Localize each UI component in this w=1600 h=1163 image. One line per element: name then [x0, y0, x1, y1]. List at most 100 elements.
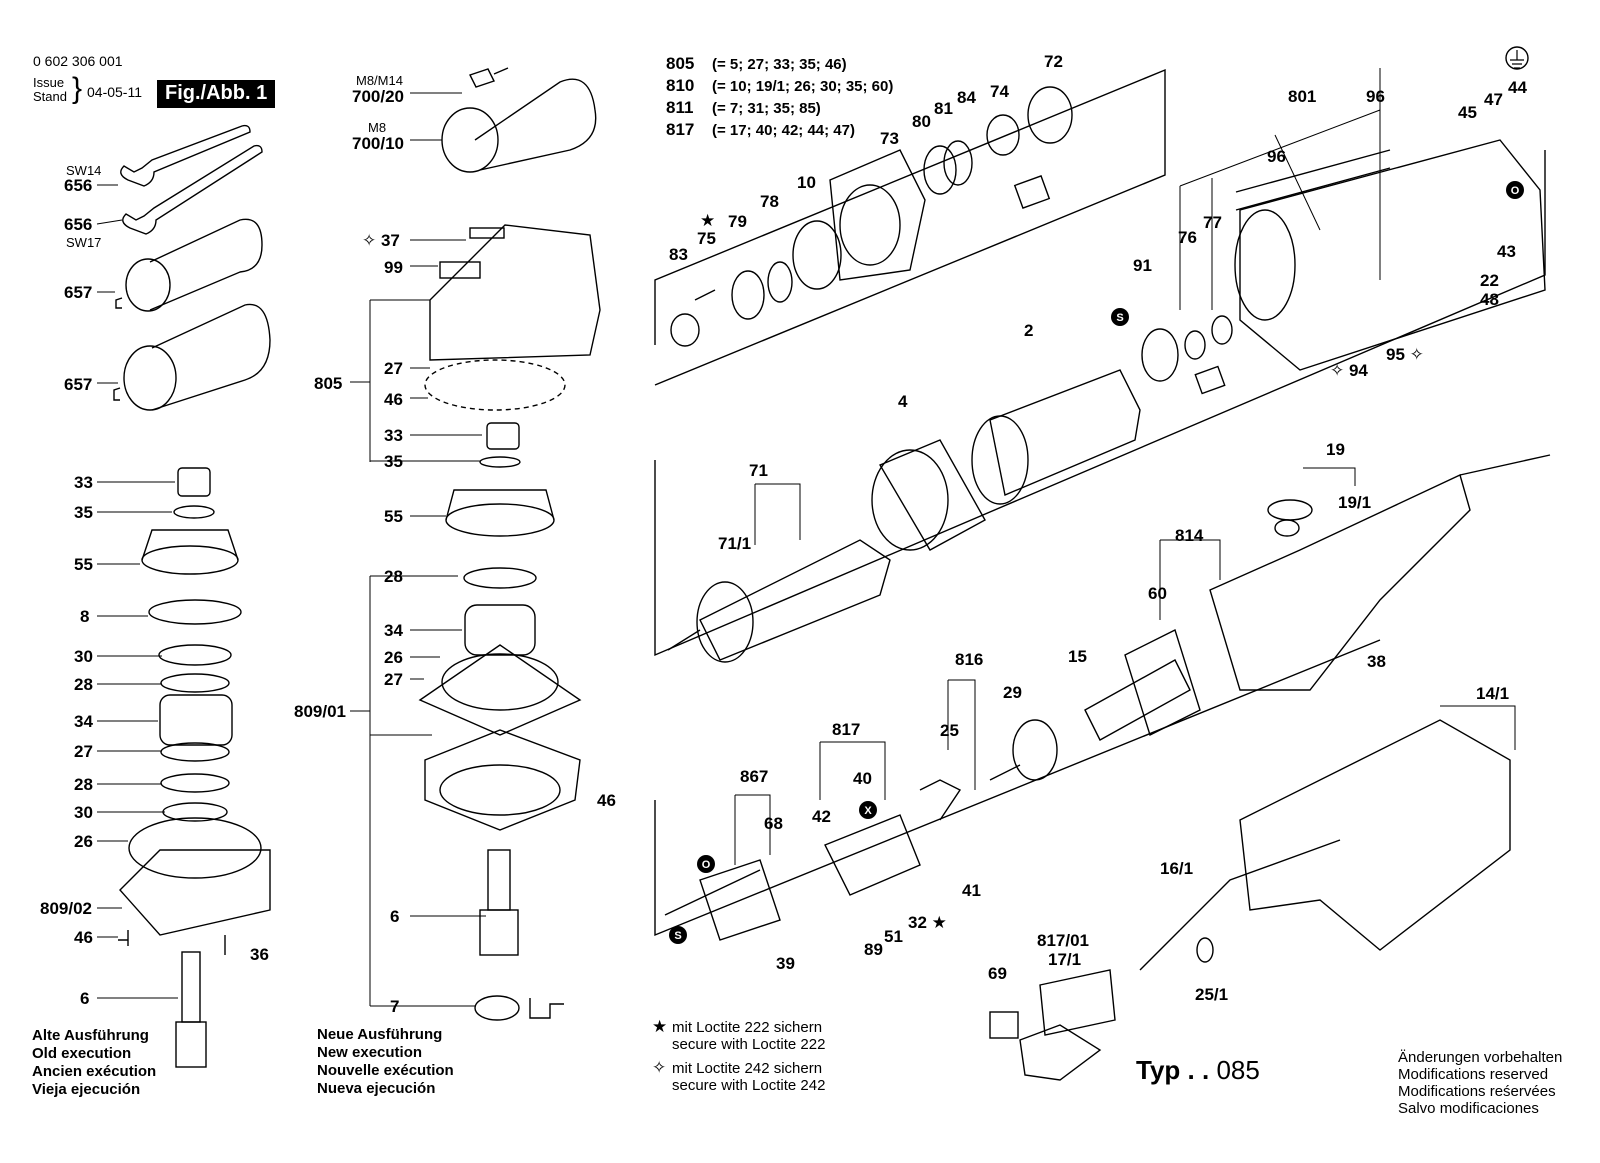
part-label: 2 — [1024, 321, 1034, 340]
old-execution-es: Vieja ejecución — [32, 1081, 141, 1098]
modifications-notice: Änderungen vorbehalten Modifications res… — [1398, 1049, 1562, 1117]
part-label: 84 — [957, 88, 976, 107]
part-label: 27 — [74, 742, 93, 761]
part-label: 29 — [1003, 683, 1022, 702]
middle-column-parts — [418, 67, 601, 1021]
part-label: 15 — [1068, 647, 1087, 666]
part-label: 55 — [384, 507, 403, 526]
part-label: 33 — [384, 426, 403, 445]
kit-number: 805 — [666, 54, 695, 73]
part-label: 30 — [74, 803, 93, 822]
part-label: 69 — [988, 964, 1007, 983]
part-label: 817/01 — [1037, 931, 1089, 950]
kit-number: 817 — [666, 120, 695, 139]
part-label: 34 — [384, 621, 403, 640]
switch-40 — [824, 814, 921, 896]
part-label: 83 — [669, 245, 688, 264]
part-label: 99 — [384, 258, 403, 277]
part-label: 700/10 — [352, 134, 404, 153]
issue-label-en: Issue — [33, 75, 65, 90]
part-label: 43 — [1497, 242, 1516, 261]
part-label: 96 — [1267, 147, 1286, 166]
housing-14-1 — [1239, 719, 1511, 951]
part-label-loctite-222: 32 ★ — [908, 913, 947, 932]
part-label: 71/1 — [718, 534, 752, 553]
part-label: 16/1 — [1160, 859, 1194, 878]
part-label: 35 — [74, 503, 93, 522]
handle-657-b — [113, 303, 271, 411]
loctite-222-note: ★mit Loctite 222 sichern secure with Loc… — [652, 1018, 825, 1053]
thread-size-label: M8/M14 — [356, 73, 403, 88]
modifications-en: Modifications reserved — [1398, 1066, 1549, 1083]
part-label: 19 — [1326, 440, 1345, 459]
old-execution-caption: Alte Ausführung Old execution Ancien exé… — [32, 1027, 156, 1099]
seal-60 — [1124, 629, 1201, 736]
brace-symbol: } — [72, 72, 83, 105]
kit-row: 810 (= 10; 19/1; 26; 30; 35; 60) — [666, 76, 893, 98]
new-execution-en: New execution — [317, 1044, 423, 1061]
part-label: 71 — [749, 461, 768, 480]
part-label: 89 — [864, 940, 883, 959]
part-label: 17/1 — [1048, 950, 1082, 969]
part-label: 81 — [934, 99, 953, 118]
part-label: 46 — [597, 791, 616, 810]
part-label: 38 — [1367, 652, 1386, 671]
part-label: 19/1 — [1338, 493, 1372, 512]
kit-number: 810 — [666, 76, 695, 95]
part-label: 14/1 — [1476, 684, 1510, 703]
part-label: 96 — [1366, 87, 1385, 106]
part-label: 656 — [64, 215, 93, 234]
rear-handle — [1209, 474, 1471, 691]
part-label: 657 — [64, 375, 93, 394]
cord-guard — [1084, 659, 1191, 741]
type-number: 085 — [1216, 1055, 1260, 1085]
part-label: 45 — [1458, 103, 1477, 122]
part-label: 656 — [64, 176, 93, 195]
old-execution-stack — [118, 467, 271, 1068]
kit-contents: (= 10; 19/1; 26; 30; 35; 60) — [712, 78, 894, 95]
modifications-fr: Modifications reśervées — [1398, 1083, 1556, 1100]
part-label: 867 — [740, 767, 769, 786]
loctite-222-star: ★ — [700, 211, 716, 230]
part-label: 6 — [390, 907, 400, 926]
part-label: 39 — [776, 954, 795, 973]
part-label: 28 — [384, 567, 403, 586]
part-label: 37 — [380, 231, 400, 250]
part-label: 26 — [74, 832, 93, 851]
part-label: 22 — [1480, 271, 1499, 290]
part-label: 48 — [1480, 290, 1499, 309]
part-label: 75 — [697, 229, 716, 248]
kit-row: 805 (= 5; 27; 33; 35; 46) — [666, 54, 893, 76]
kit-contents: (= 5; 27; 33; 35; 46) — [712, 56, 847, 73]
wrench-sw14 — [120, 124, 251, 187]
loctite-222-de: mit Loctite 222 sichern — [672, 1019, 823, 1036]
thread-size-label: M8 — [368, 120, 387, 135]
loctite-242-note: ✧mit Loctite 242 sichern secure with Loc… — [652, 1059, 825, 1094]
screw-700-20 — [469, 67, 509, 88]
wrench-sw17 — [122, 144, 263, 235]
old-execution-fr: Ancien exécution — [32, 1063, 157, 1080]
frame-upper — [654, 68, 1166, 386]
part-label: 4 — [898, 392, 908, 411]
part-label-loctite-242: ✧ 37 — [362, 231, 400, 250]
wrench-size-label: SW14 — [66, 163, 102, 178]
part-label: 55 — [74, 555, 93, 574]
part-label-loctite-242: ✧ 94 — [1330, 361, 1368, 380]
part-label: 47 — [1484, 90, 1503, 109]
type-designation: Typ . . 085 — [1136, 1055, 1260, 1086]
part-label: 78 — [760, 192, 779, 211]
part-label: 25 — [940, 721, 959, 740]
kit-row: 811(= 7; 31; 35; 85) — [666, 98, 893, 120]
part-label: 657 — [64, 283, 93, 302]
handle-700 — [474, 78, 597, 171]
stator — [989, 369, 1141, 496]
handle-657-a — [115, 218, 263, 312]
part-label: 36 — [250, 945, 269, 964]
part-label: 801 — [1288, 87, 1317, 106]
frame-mid — [654, 150, 1546, 657]
part-label: 79 — [728, 212, 747, 231]
kit-row: 817(= 17; 40; 42; 44; 47) — [666, 120, 893, 142]
part-label: 28 — [74, 675, 93, 694]
part-label: 94 — [1348, 361, 1368, 380]
type-prefix: Typ . . — [1136, 1055, 1210, 1085]
